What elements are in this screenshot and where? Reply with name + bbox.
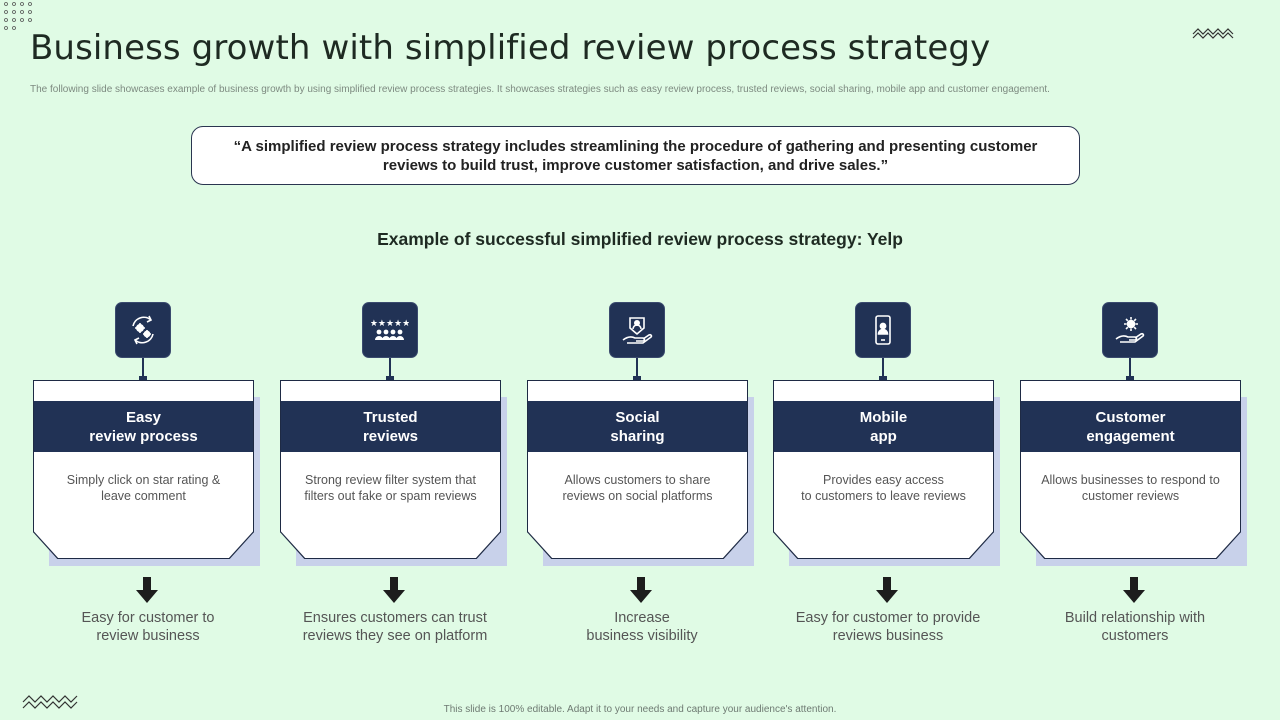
card-frame: Mobile app Provides easy access to custo… xyxy=(773,380,994,559)
card-outcome: Easy for customer to provide reviews bus… xyxy=(795,610,981,644)
card-description: Allows customers to share reviews on soc… xyxy=(562,473,713,503)
card-outcome: Build relationship with customers xyxy=(1064,610,1206,644)
strategy-card-trusted-reviews: ★★★★★ Trusted reviews Strong review filt… xyxy=(280,302,510,662)
card-header: Easy review process xyxy=(34,401,253,452)
example-heading: Example of successful simplified review … xyxy=(377,229,903,249)
quote-box: “A simplified review process strategy in… xyxy=(191,126,1080,185)
card-frame: Trusted reviews Strong review filter sys… xyxy=(280,380,501,559)
strategy-card-mobile-app: Mobile app Provides easy access to custo… xyxy=(773,302,1003,662)
card-title: Easy review process xyxy=(89,408,198,445)
connector-line xyxy=(142,358,144,378)
arrow-down-icon xyxy=(876,577,898,603)
card-title: Trusted reviews xyxy=(362,408,419,445)
connector-line xyxy=(1129,358,1131,378)
card-description: Allows businesses to respond to customer… xyxy=(1041,473,1220,503)
arrow-down-icon xyxy=(136,577,158,603)
card-header: Customer engagement xyxy=(1021,401,1240,452)
strategy-card-customer-engagement: Customer engagement Allows businesses to… xyxy=(1020,302,1250,662)
connector-line xyxy=(636,358,638,378)
arrow-down-icon xyxy=(630,577,652,603)
strategy-card-easy-review: Easy review process Simply click on star… xyxy=(33,302,263,662)
card-header: Social sharing xyxy=(528,401,747,452)
stars-people-icon: ★★★★★ xyxy=(362,302,418,358)
strategy-card-social-sharing: Social sharing Allows customers to share… xyxy=(527,302,757,662)
svg-text:★★★★★: ★★★★★ xyxy=(371,319,409,329)
card-frame: Social sharing Allows customers to share… xyxy=(527,380,748,559)
mobile-user-icon xyxy=(855,302,911,358)
card-description: Strong review filter system that filters… xyxy=(304,473,477,503)
hand-gear-icon xyxy=(1102,302,1158,358)
card-outcome: Increase business visibility xyxy=(586,610,698,644)
card-header: Trusted reviews xyxy=(281,401,500,452)
card-title: Mobile app xyxy=(859,408,908,445)
page-title: Business growth with simplified review p… xyxy=(30,28,991,68)
connector-line xyxy=(882,358,884,378)
card-outcome: Ensures customers can trust reviews they… xyxy=(302,610,488,644)
arrow-down-icon xyxy=(383,577,405,603)
card-frame: Customer engagement Allows businesses to… xyxy=(1020,380,1241,559)
footer-note: This slide is 100% editable. Adapt it to… xyxy=(443,704,837,715)
zigzag-decoration-icon xyxy=(1192,28,1234,39)
cycle-gears-icon xyxy=(115,302,171,358)
zigzag-decoration-icon xyxy=(22,695,78,709)
card-title: Customer engagement xyxy=(1086,408,1175,445)
card-title: Social sharing xyxy=(610,408,665,445)
dots-decoration-icon xyxy=(4,2,32,30)
card-outcome: Easy for customer to review business xyxy=(81,610,215,644)
card-description: Provides easy access to customers to lea… xyxy=(801,473,966,503)
card-description: Simply click on star rating & leave comm… xyxy=(66,473,221,503)
quote-text: “A simplified review process strategy in… xyxy=(233,137,1038,174)
page-subtitle: The following slide showcases example of… xyxy=(30,84,1050,95)
connector-line xyxy=(389,358,391,378)
hand-share-icon xyxy=(609,302,665,358)
card-header: Mobile app xyxy=(774,401,993,452)
card-frame: Easy review process Simply click on star… xyxy=(33,380,254,559)
arrow-down-icon xyxy=(1123,577,1145,603)
